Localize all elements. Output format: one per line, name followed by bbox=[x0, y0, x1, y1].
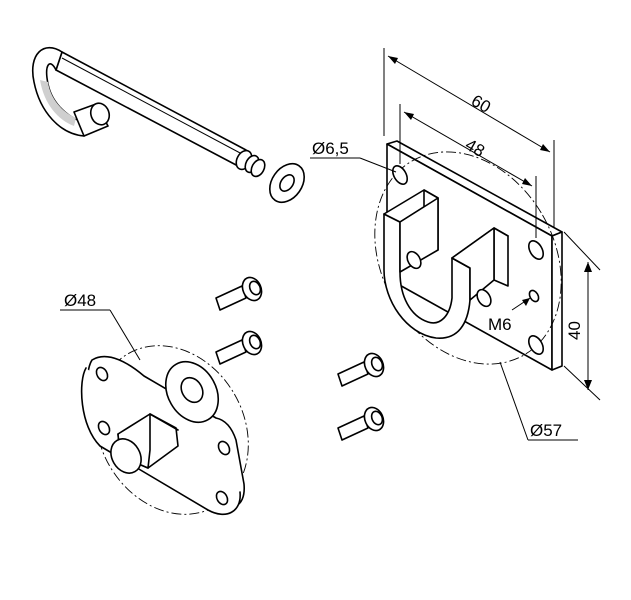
dim-thread: M6 bbox=[488, 315, 512, 334]
washer bbox=[268, 162, 306, 204]
dim-hole-spacing: 48 bbox=[462, 135, 488, 161]
dim-hole-diameter: Ø6,5 bbox=[312, 139, 349, 158]
dim-bolt-circle-small: Ø48 bbox=[64, 291, 96, 310]
hook-pin bbox=[31, 46, 266, 178]
dim-bolt-circle-large: Ø57 bbox=[530, 421, 562, 440]
dim-height: 40 bbox=[565, 321, 584, 340]
dim-overall-width: 60 bbox=[468, 91, 494, 117]
screw-2 bbox=[215, 330, 263, 365]
motor-adapter-flange bbox=[80, 345, 249, 516]
dimension-lines bbox=[60, 48, 601, 441]
screw-4 bbox=[337, 406, 385, 441]
screw-3 bbox=[337, 352, 385, 387]
wall-plate-bracket bbox=[374, 140, 563, 371]
screw-1 bbox=[215, 276, 263, 311]
